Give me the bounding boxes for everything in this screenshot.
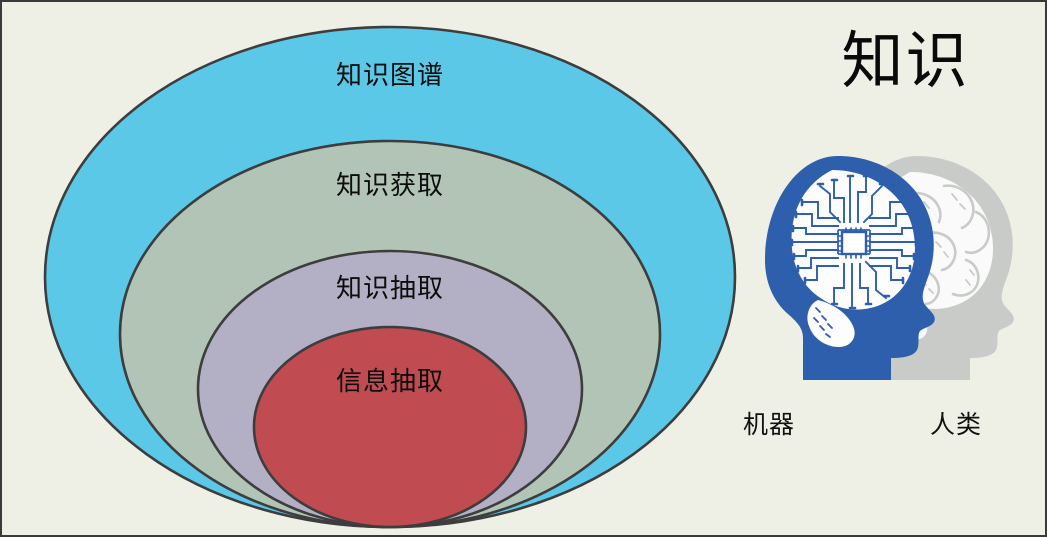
ring-label-information-extraction: 信息抽取 bbox=[335, 367, 444, 397]
page-title: 知识 bbox=[841, 24, 970, 97]
machine-head-icon bbox=[765, 156, 935, 380]
ring-label-knowledge-acquisition: 知识获取 bbox=[335, 171, 444, 201]
ring-label-knowledge-graph: 知识图谱 bbox=[335, 61, 444, 91]
cpu-chip-icon bbox=[840, 230, 868, 256]
ring-label-knowledge-extraction: 知识抽取 bbox=[335, 274, 444, 304]
caption-human: 人类 bbox=[930, 410, 983, 439]
machine-and-human-heads-illustration bbox=[765, 156, 1014, 380]
ellipse-information-extraction[interactable] bbox=[252, 325, 528, 529]
nested-ellipse-diagram bbox=[43, 25, 737, 529]
caption-machine: 机器 bbox=[743, 410, 796, 439]
